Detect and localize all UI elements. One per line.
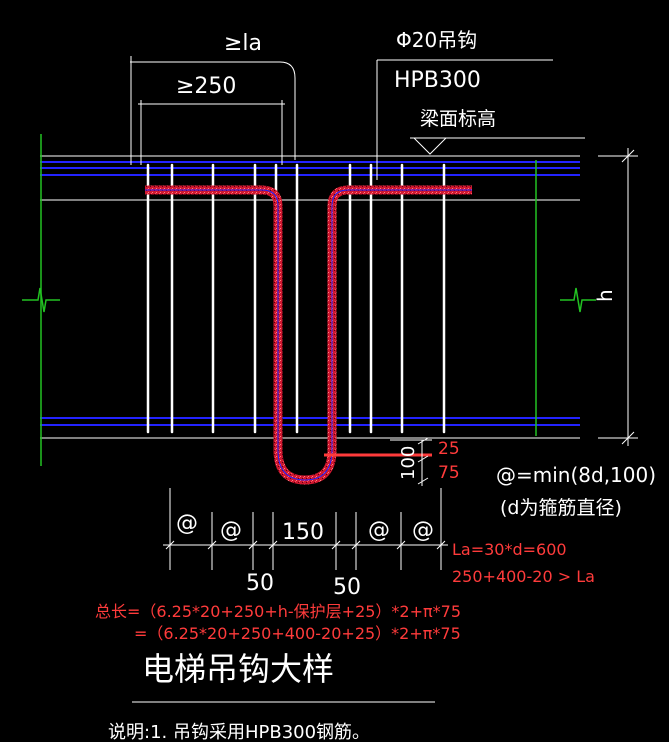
section-lines — [22, 134, 596, 466]
drawing-note: 说明:1. 吊钩采用HPB300钢筋。 — [108, 722, 370, 742]
total-length-2: =（6.25*20+250+400-20+25）*2+π*75 — [134, 624, 461, 643]
dim-100-label: 100 — [398, 446, 419, 480]
min-250-label: ≥250 — [176, 74, 236, 99]
h-dimension — [598, 148, 638, 446]
dim-75-label: 75 — [438, 463, 460, 483]
beam-top-label: 梁面标高 — [420, 108, 496, 130]
dim-50-left: 50 — [246, 571, 274, 596]
la-check: 250+400-20 > La — [452, 567, 595, 586]
stirrups — [146, 163, 446, 434]
top-dimensions — [130, 56, 585, 180]
la-calc: La=30*d=600 — [452, 540, 567, 559]
spacing-at-4: @ — [412, 518, 434, 543]
spacing-at-2: @ — [220, 518, 242, 543]
spacing-note: (d为箍筋直径) — [500, 497, 622, 519]
steel-grade-label: HPB300 — [394, 68, 481, 93]
hook-diameter-label: Φ20吊钩 — [396, 28, 477, 52]
cover-25-label: 25 — [438, 439, 460, 459]
mid-150-label: 150 — [282, 520, 324, 545]
spacing-at-1: @ — [176, 511, 198, 536]
la-min-label: ≥la — [224, 31, 262, 56]
longitudinal-rebars — [40, 161, 580, 426]
spacing-formula: @=min(8d,100) — [496, 463, 656, 487]
lifting-hook — [145, 185, 472, 485]
dim-50-right: 50 — [333, 575, 361, 600]
drawing-title: 电梯吊钩大样 — [142, 650, 334, 688]
total-length-1: 总长=（6.25*20+250+h-保护层+25）*2+π*75 — [95, 602, 461, 621]
spacing-at-3: @ — [368, 518, 390, 543]
spacing-dimension — [163, 488, 448, 570]
hook-bottom-dimension — [390, 437, 432, 486]
h-label: h — [593, 289, 617, 302]
beam-outline — [40, 155, 580, 439]
